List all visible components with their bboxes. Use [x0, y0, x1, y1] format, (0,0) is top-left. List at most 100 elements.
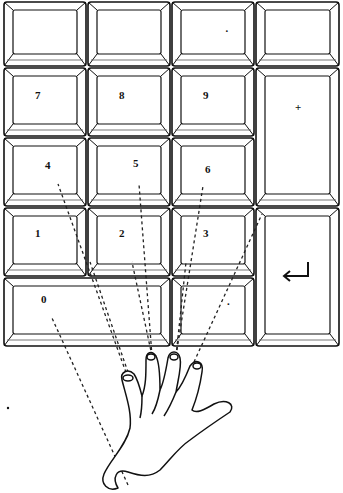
- key-face: [13, 286, 161, 334]
- key-label: 6: [202, 162, 220, 179]
- key-outline: [88, 208, 170, 276]
- key-bevel: [330, 2, 339, 10]
- leader-line: [132, 262, 152, 356]
- key: [4, 68, 86, 136]
- key-bevel: [256, 68, 265, 76]
- key-legend: 1: [35, 227, 41, 239]
- key-bevel: [256, 2, 265, 10]
- key-label: 2: [116, 226, 134, 243]
- key: [256, 68, 339, 206]
- key-legend: 2: [119, 227, 125, 239]
- key-legend: 6: [205, 163, 211, 175]
- key: [4, 208, 86, 276]
- key: [172, 138, 254, 206]
- key-outline: [172, 68, 254, 136]
- key-face: [181, 76, 245, 124]
- key-bevel: [172, 138, 181, 146]
- key: [88, 68, 170, 136]
- leader-line: [90, 262, 130, 378]
- key-bevel: [4, 138, 13, 146]
- key-label: 8: [116, 88, 134, 105]
- key-shadow: [91, 270, 167, 271]
- key-bevel: [161, 2, 170, 10]
- fingernail: [170, 354, 178, 360]
- key-shadow: [259, 200, 336, 201]
- key-shadow: [7, 60, 83, 61]
- key-label: 1: [32, 226, 50, 243]
- key-face: [13, 76, 77, 124]
- key-bevel: [245, 278, 254, 286]
- key-legend: 7: [35, 89, 41, 101]
- key-face: [97, 216, 161, 264]
- key-outline: [172, 138, 254, 206]
- key-face: [265, 76, 330, 194]
- key-bevel: [172, 208, 181, 216]
- fingernail: [123, 375, 133, 381]
- key-shadow: [7, 340, 167, 341]
- key-bevel: [4, 68, 13, 76]
- key-outline: [172, 278, 254, 346]
- key-label: 7: [32, 88, 50, 105]
- key-shadow: [175, 130, 251, 131]
- key-bevel: [77, 208, 86, 216]
- leader-line: [58, 184, 128, 378]
- key-shadow: [91, 60, 167, 61]
- key-outline: [256, 208, 339, 346]
- key: [256, 2, 339, 66]
- speck: [7, 407, 9, 409]
- key-outline: [4, 68, 86, 136]
- key-shadow: [175, 340, 251, 341]
- key-bevel: [172, 68, 181, 76]
- key-bevel: [330, 208, 339, 216]
- enter-symbol: [284, 262, 308, 281]
- key-outline: [4, 208, 86, 276]
- key-legend: .: [227, 295, 230, 307]
- key-legend: 4: [45, 159, 51, 171]
- key-shadow: [7, 270, 83, 271]
- key-label: 9: [200, 88, 218, 105]
- key-face: [265, 216, 330, 334]
- key: [4, 278, 170, 346]
- key-label: 5: [130, 156, 148, 173]
- key: [256, 208, 339, 346]
- key-legend: 5: [133, 157, 139, 169]
- finger-creases: [140, 390, 176, 418]
- key-outline: [4, 2, 86, 66]
- key: [88, 138, 170, 206]
- key-bevel: [161, 278, 170, 286]
- key-shadow: [175, 60, 251, 61]
- leader-line: [176, 262, 186, 356]
- key-shadow: [175, 200, 251, 201]
- key-shadow: [259, 60, 336, 61]
- leader-line: [194, 214, 262, 362]
- key-shadow: [91, 130, 167, 131]
- key-shadow: [175, 270, 251, 271]
- leader-line: [176, 186, 203, 356]
- key-label: .: [224, 294, 239, 311]
- key-outline: [172, 2, 254, 66]
- key-shadow: [91, 200, 167, 201]
- key-bevel: [161, 138, 170, 146]
- key-face: [181, 286, 245, 334]
- key: [172, 2, 254, 66]
- key-bevel: [88, 138, 97, 146]
- key-bevel: [172, 278, 181, 286]
- hand-drawing: [103, 352, 232, 489]
- key-face: [97, 76, 161, 124]
- key: [172, 278, 254, 346]
- key-face: [13, 10, 77, 54]
- key-label: 0: [38, 292, 56, 309]
- key-bevel: [245, 208, 254, 216]
- key-legend: 0: [41, 293, 47, 305]
- key-outline: [172, 208, 254, 276]
- key-outline: [4, 278, 170, 346]
- key-bevel: [256, 208, 265, 216]
- key-bevel: [4, 2, 13, 10]
- key-outline: [88, 2, 170, 66]
- key-face: [97, 146, 161, 194]
- key-legend: 9: [203, 89, 209, 101]
- key-bevel: [330, 68, 339, 76]
- key-bevel: [245, 138, 254, 146]
